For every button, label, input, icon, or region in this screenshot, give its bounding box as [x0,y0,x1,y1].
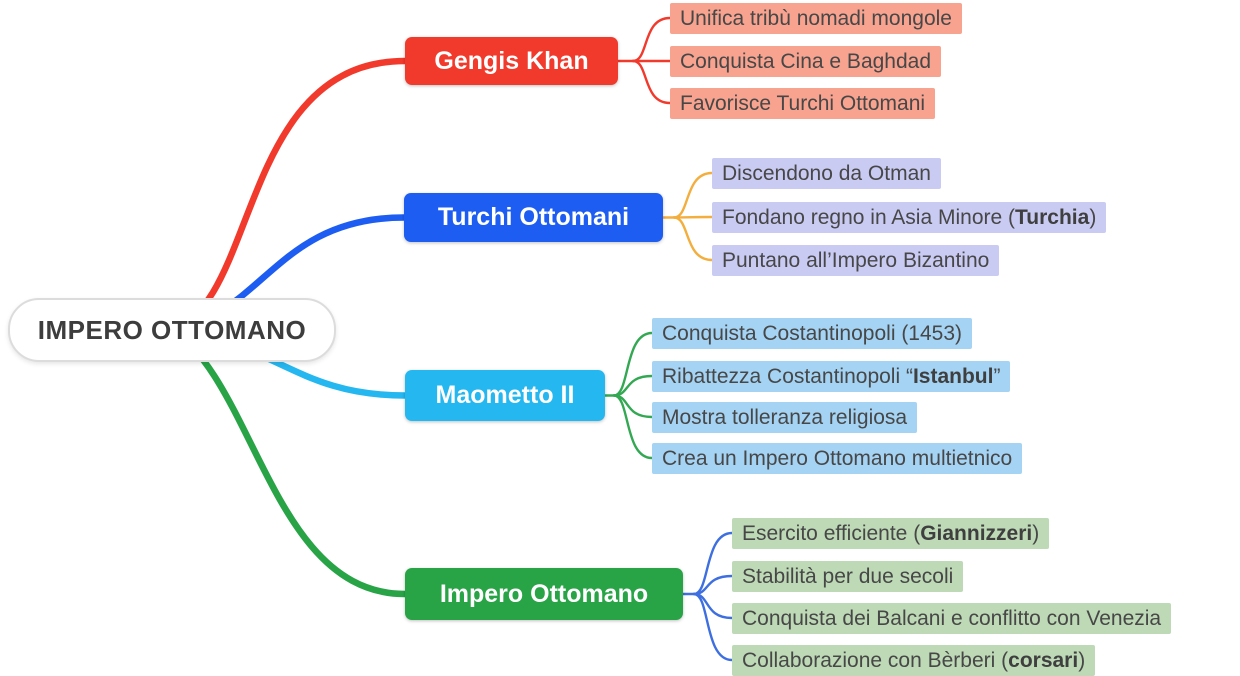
leaf-text: Unifica tribù nomadi mongole [680,6,952,30]
leaf-text: Crea un Impero Ottomano multietnico [662,446,1013,470]
leaf-text-bold: Turchia [1015,205,1090,229]
branch-node-label: Impero Ottomano [439,579,649,608]
leaf-text: ) [1078,648,1086,672]
leaf-node[interactable]: Crea un Impero Ottomano multietnico [652,442,1023,474]
leaf-text: Fondano regno in Asia Minore ( [722,205,1016,229]
leaf-connector-impero-ottomano-3 [692,592,734,662]
branch-node-label: Gengis Khan [434,46,589,75]
branch-node-turchi-ottomani[interactable]: Turchi Ottomani [404,193,663,242]
leaf-text: Ribattezza Costantinopoli “ [662,364,913,388]
leaf-node[interactable]: Esercito efficiente (Giannizzeri) [732,517,1050,549]
leaf-text: ) [1032,521,1040,545]
leaf-node[interactable]: Discendono da Otman [712,157,941,189]
leaf-text-bold: corsari [1008,648,1079,672]
leaf-text: Favorisce Turchi Ottomani [680,91,926,115]
leaf-text: ” [993,364,1001,388]
branch-node-impero-ottomano[interactable]: Impero Ottomano [405,568,683,620]
leaf-text: Puntano all’Impero Bizantino [722,248,990,272]
leaf-node[interactable]: Fondano regno in Asia Minore (Turchia) [712,201,1107,233]
leaf-text: Esercito efficiente ( [742,521,921,545]
branch-connector-gengis-khan [166,57,409,332]
leaf-text: Conquista Costantinopoli (1453) [662,321,963,345]
central-node[interactable]: IMPERO OTTOMANO [8,298,336,362]
leaf-connector-gengis-khan-2 [631,59,672,105]
leaf-text-bold: Giannizzeri [920,521,1033,545]
leaf-connector-gengis-khan-0 [631,16,672,63]
leaf-node[interactable]: Conquista dei Balcani e conflitto con Ve… [732,602,1172,634]
leaf-node[interactable]: Conquista Cina e Baghdad [670,45,942,77]
branch-node-maometto-ii[interactable]: Maometto II [405,370,605,421]
leaf-text: Conquista dei Balcani e conflitto con Ve… [742,606,1162,630]
leaf-text: Conquista Cina e Baghdad [680,49,932,73]
leaf-text: Collaborazione con Bèrberi ( [742,648,1009,672]
leaf-connector-turchi-ottomani-1 [672,215,714,219]
leaf-node[interactable]: Mostra tolleranza religiosa [652,401,918,433]
leaf-text: Discendono da Otman [722,161,931,185]
leaf-connector-turchi-ottomani-2 [672,216,714,262]
leaf-node[interactable]: Collaborazione con Bèrberi (corsari) [732,644,1096,676]
leaf-node[interactable]: Conquista Costantinopoli (1453) [652,317,973,349]
leaf-node[interactable]: Stabilità per due secoli [732,560,964,592]
leaf-node[interactable]: Unifica tribù nomadi mongole [670,2,962,34]
leaf-text: ) [1089,205,1097,229]
branch-node-label: Maometto II [435,381,575,409]
branch-node-gengis-khan[interactable]: Gengis Khan [405,37,618,85]
leaf-node[interactable]: Puntano all’Impero Bizantino [712,244,1000,276]
leaf-connector-maometto-ii-3 [612,394,654,460]
branch-node-label: Turchi Ottomani [437,203,630,231]
leaf-connector-maometto-ii-0 [612,331,654,397]
leaf-text: Stabilità per due secoli [742,564,954,588]
leaf-node[interactable]: Favorisce Turchi Ottomani [670,87,936,119]
leaf-node[interactable]: Ribattezza Costantinopoli “Istanbul” [652,360,1011,392]
leaf-connector-turchi-ottomani-0 [672,171,714,219]
leaf-connector-impero-ottomano-0 [692,531,734,596]
leaf-text-bold: Istanbul [912,364,994,388]
central-node-label: IMPERO OTTOMANO [37,314,307,345]
leaf-text: Mostra tolleranza religiosa [662,405,908,429]
